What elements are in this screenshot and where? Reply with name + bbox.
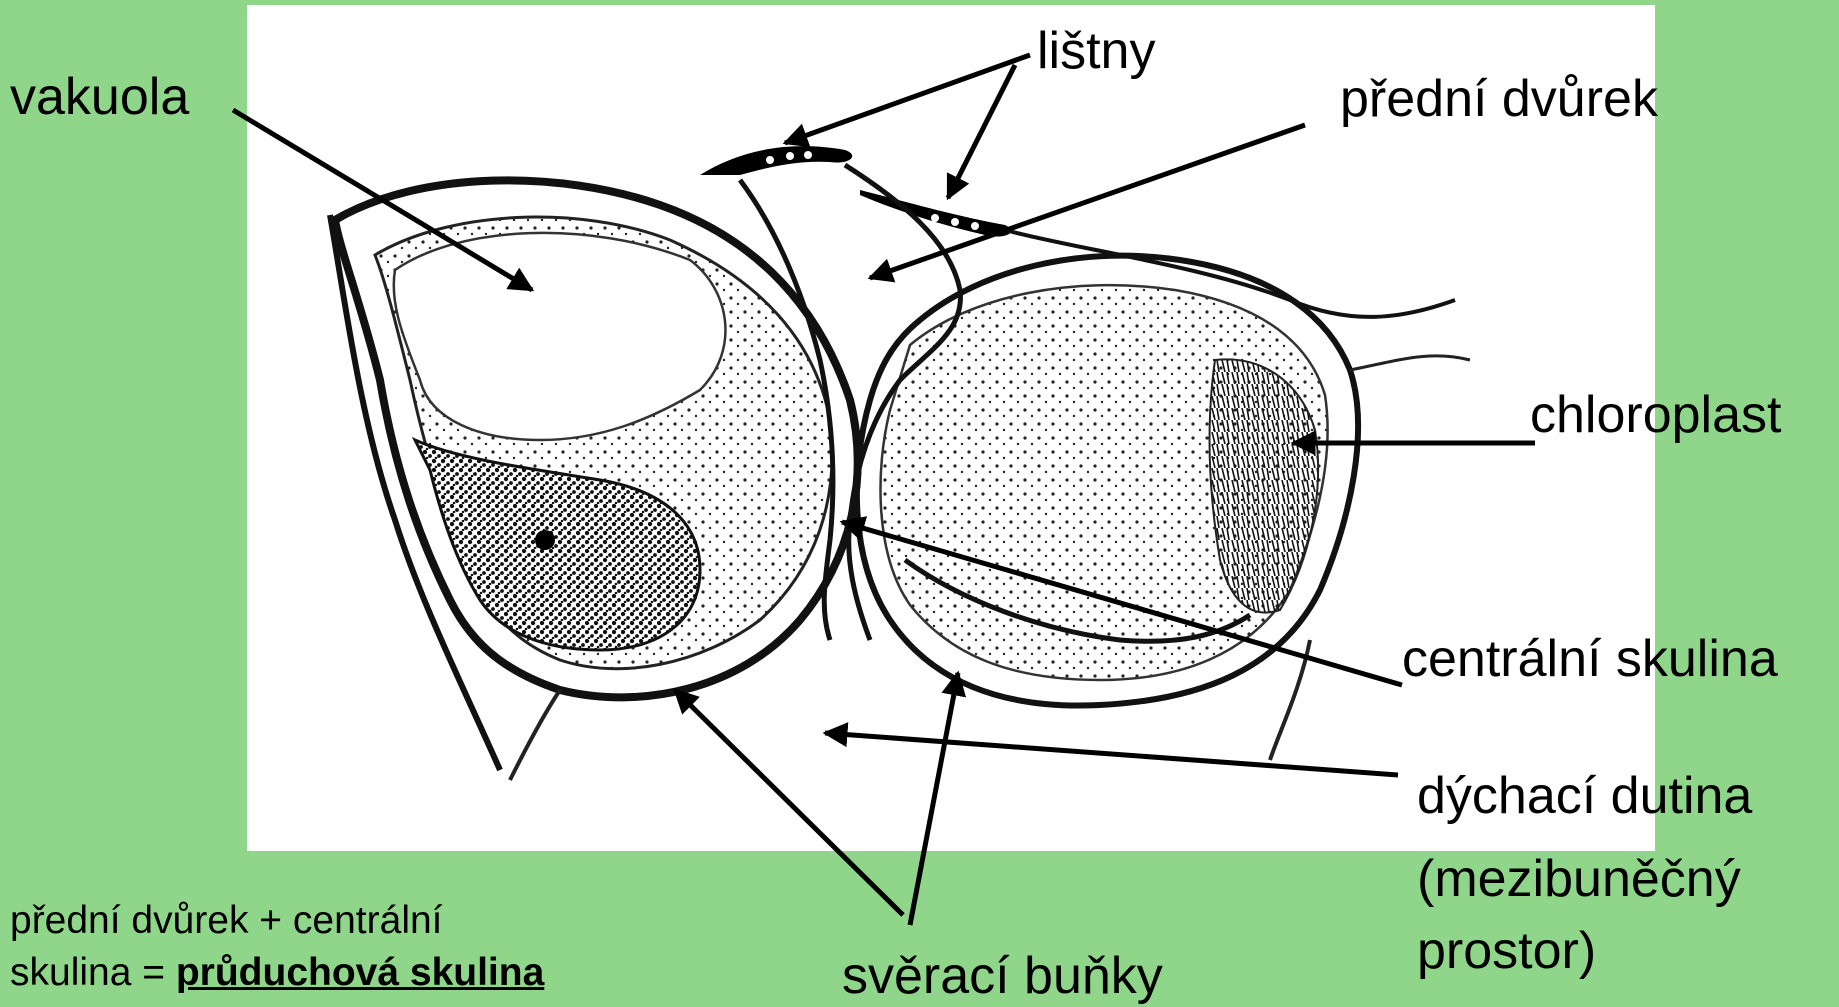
note-emphasis: průduchová skulina (176, 951, 544, 994)
label-dychaci-dutina: dýchací dutina (1417, 767, 1752, 825)
label-predni-dvurek: přední dvůrek (1340, 70, 1658, 128)
note-line-2: skulina = průduchová skulina (10, 947, 544, 999)
label-mezibunecny: (mezibuněčný (1417, 850, 1741, 908)
note-line-1: přední dvůrek + centrální (10, 895, 544, 947)
label-listny: lištny (1037, 22, 1155, 80)
label-vakuola: vakuola (10, 68, 189, 126)
note-prefix: skulina = (10, 951, 176, 994)
arrow-dychaci-dutina (825, 733, 1398, 775)
label-prostor: prostor) (1417, 922, 1596, 980)
definition-note: přední dvůrek + centrální skulina = průd… (10, 895, 544, 999)
arrow-sveraci-bunky-1 (675, 690, 903, 915)
nucleolus (535, 530, 555, 550)
ledge-right (860, 190, 1011, 237)
label-sveraci-bunky: svěrací buňky (842, 947, 1163, 1005)
arrow-listny-2 (948, 65, 1015, 198)
arrow-sveraci-bunky-2 (910, 673, 958, 925)
ledge-left (700, 146, 852, 175)
label-chloroplast: chloroplast (1530, 386, 1781, 444)
label-centralni-skulina: centrální skulina (1402, 630, 1778, 688)
arrow-listny-1 (785, 55, 1030, 143)
right-guard-cell (857, 190, 1470, 760)
